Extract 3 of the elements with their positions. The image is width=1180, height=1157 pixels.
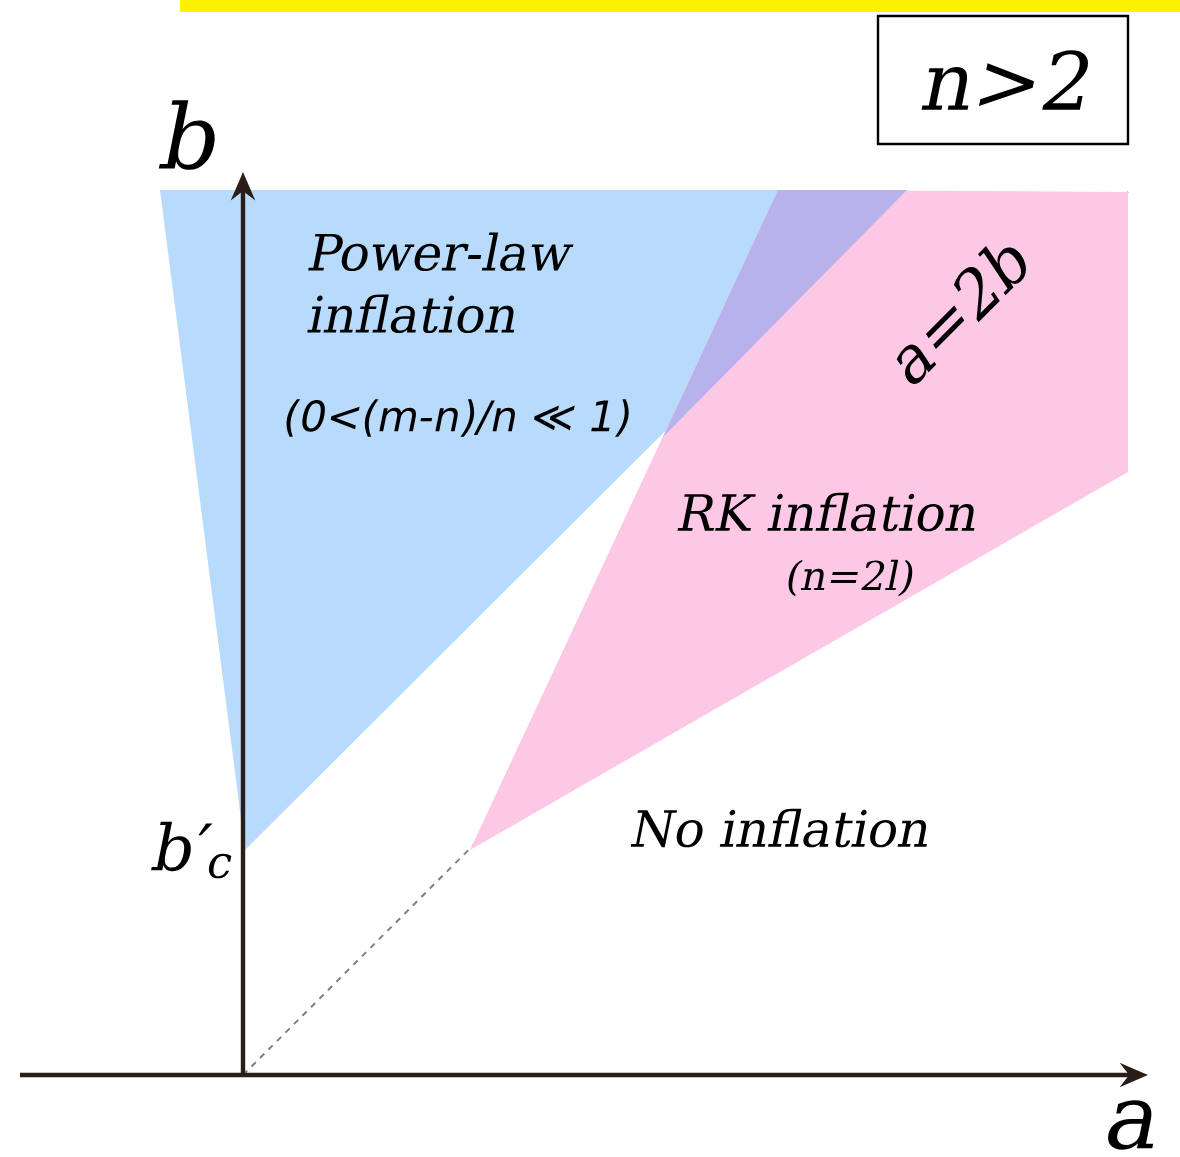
label-box: n>2 <box>876 14 1130 146</box>
axis-label: a <box>1108 1100 1154 1150</box>
axis-label: b <box>158 100 215 170</box>
